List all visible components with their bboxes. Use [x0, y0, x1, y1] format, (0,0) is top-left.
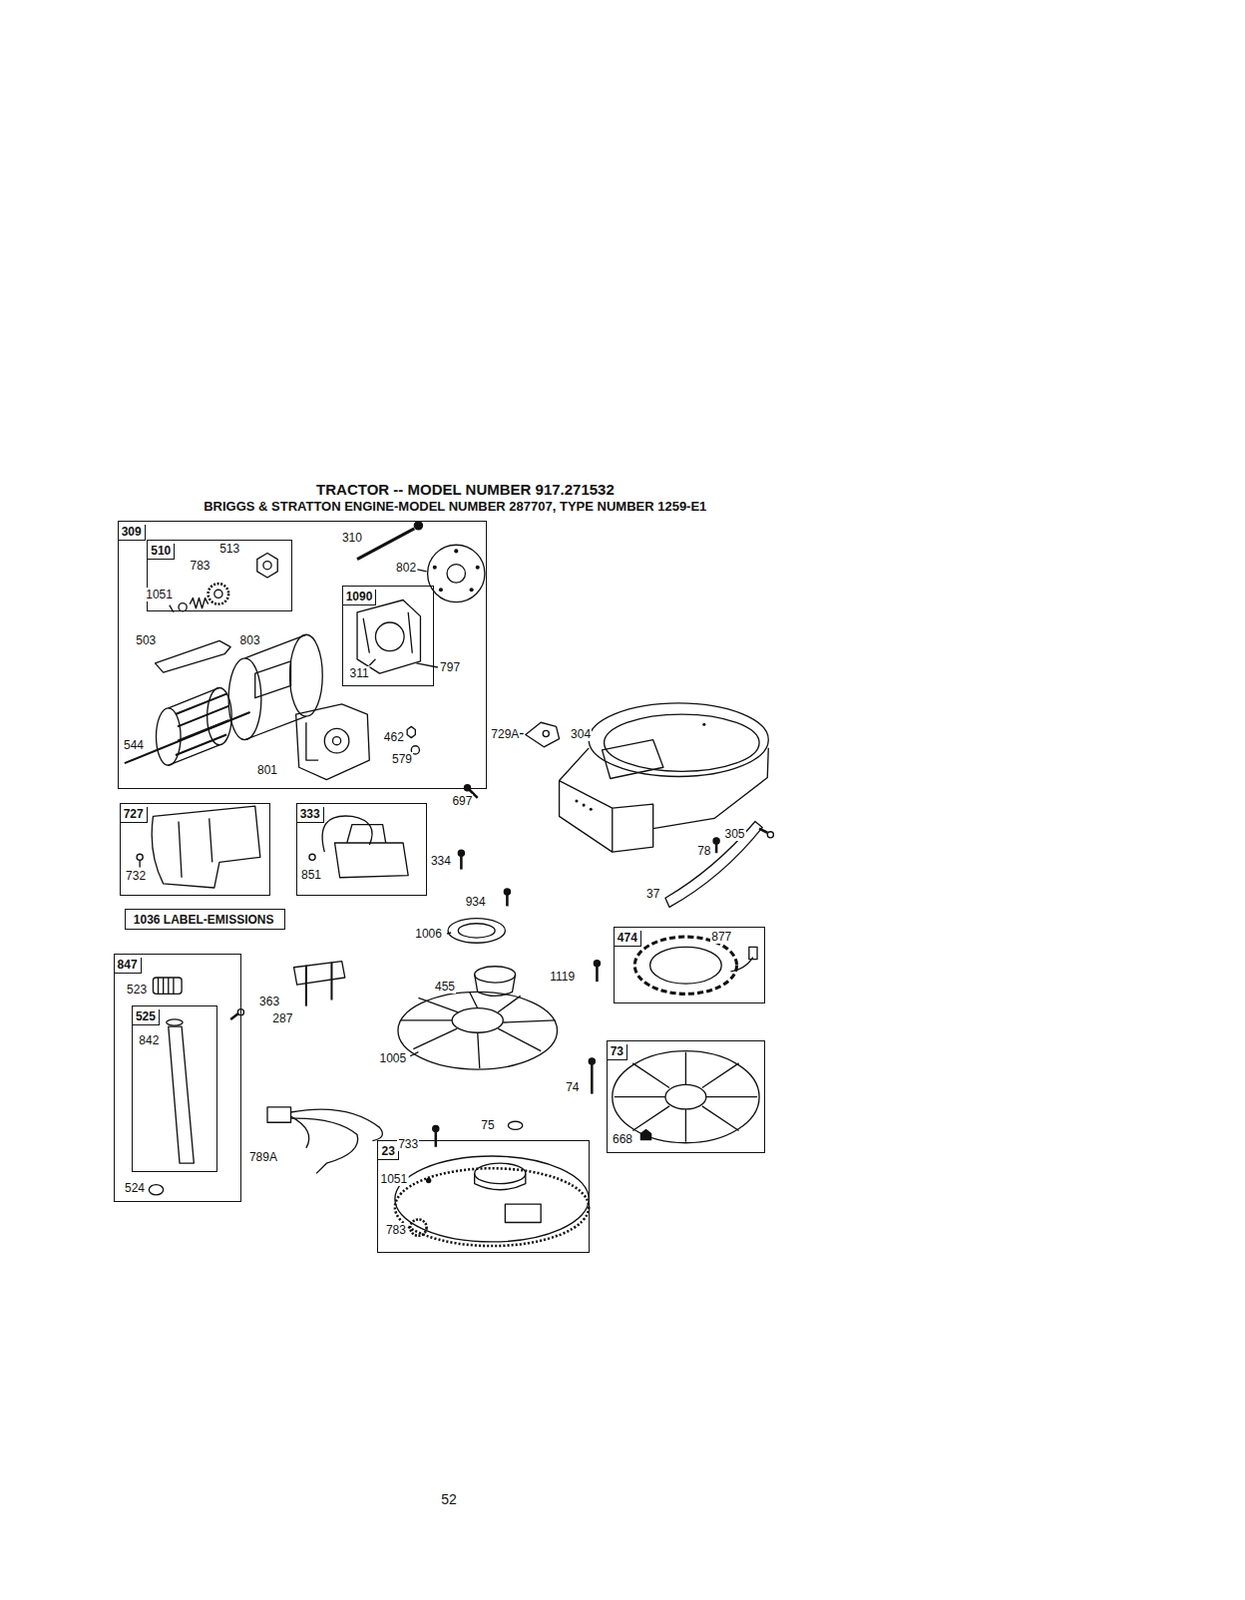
callout-number: 524 [123, 1181, 146, 1196]
callout-number: 1006 [414, 926, 443, 941]
page-title: TRACTOR -- MODEL NUMBER 917.271532 [316, 479, 615, 497]
callout-number: 462 [383, 730, 406, 745]
group-number: 73 [607, 1044, 628, 1061]
group-number: 309 [118, 524, 146, 541]
callout-number: 75 [479, 1118, 495, 1133]
callout-number: 305 [724, 827, 747, 841]
callout-number: 513 [218, 541, 241, 556]
callout-number: 697 [450, 794, 473, 809]
callout-number: 363 [258, 994, 281, 1009]
callout-number: 1051 [144, 587, 174, 602]
callout-number: 523 [125, 982, 148, 997]
group-number: 727 [120, 807, 148, 824]
callout-number: 733 [397, 1137, 419, 1152]
callout-number: 455 [433, 979, 456, 994]
callout-number: 851 [300, 867, 323, 882]
callout-number: 1051 [379, 1172, 409, 1187]
group-number: 333 [297, 807, 325, 824]
parts-group-frame: 309510 1090 [117, 520, 487, 790]
callout-number: 1119 [548, 969, 576, 984]
parts-group-frame: 474 [613, 926, 766, 1004]
callout-number: 334 [429, 853, 452, 868]
callout-number: 74 [564, 1080, 580, 1095]
callout-number: 803 [239, 633, 262, 648]
engine-subtitle: BRIGGS & STRATTON ENGINE-MODEL NUMBER 28… [202, 499, 708, 514]
callout-number: 801 [256, 763, 279, 778]
callout-number: 287 [271, 1011, 294, 1026]
callout-number: 789A [248, 1150, 279, 1165]
parts-group-frame: 23 [377, 1140, 590, 1254]
label-box: 1036 LABEL-EMISSIONS [124, 908, 286, 930]
callout-number: 544 [122, 738, 145, 753]
callout-number: 579 [391, 752, 414, 767]
callout-number: 78 [696, 843, 712, 858]
group-number: 525 [132, 1009, 160, 1026]
parts-group-frame: 525 [131, 1005, 218, 1174]
callout-number: 668 [611, 1132, 634, 1147]
callout-number: 1005 [378, 1051, 408, 1066]
callout-number: 797 [438, 660, 461, 675]
callout-number: 877 [710, 929, 733, 944]
label-text: 1036 LABEL-EMISSIONS [125, 911, 283, 929]
callout-number: 802 [395, 560, 417, 575]
callout-number: 783 [188, 558, 211, 573]
callout-number: 732 [124, 868, 147, 883]
callout-number: 842 [137, 1033, 160, 1048]
group-number: 847 [114, 957, 142, 974]
callout-number: 304 [569, 727, 592, 742]
group-number: 23 [378, 1144, 399, 1161]
callout-number: 310 [341, 530, 364, 545]
callout-number: 783 [385, 1223, 408, 1238]
group-number: 510 [147, 543, 175, 560]
parts-group-frame: 333 [296, 803, 427, 896]
page-number: 52 [439, 1492, 458, 1507]
group-number: 474 [614, 930, 642, 947]
callout-number: 503 [134, 633, 157, 648]
callout-number: 729A [489, 727, 520, 742]
callout-number: 934 [464, 894, 487, 909]
callout-number: 311 [349, 666, 371, 681]
group-number: 1090 [343, 589, 378, 606]
callout-number: 37 [645, 886, 661, 901]
